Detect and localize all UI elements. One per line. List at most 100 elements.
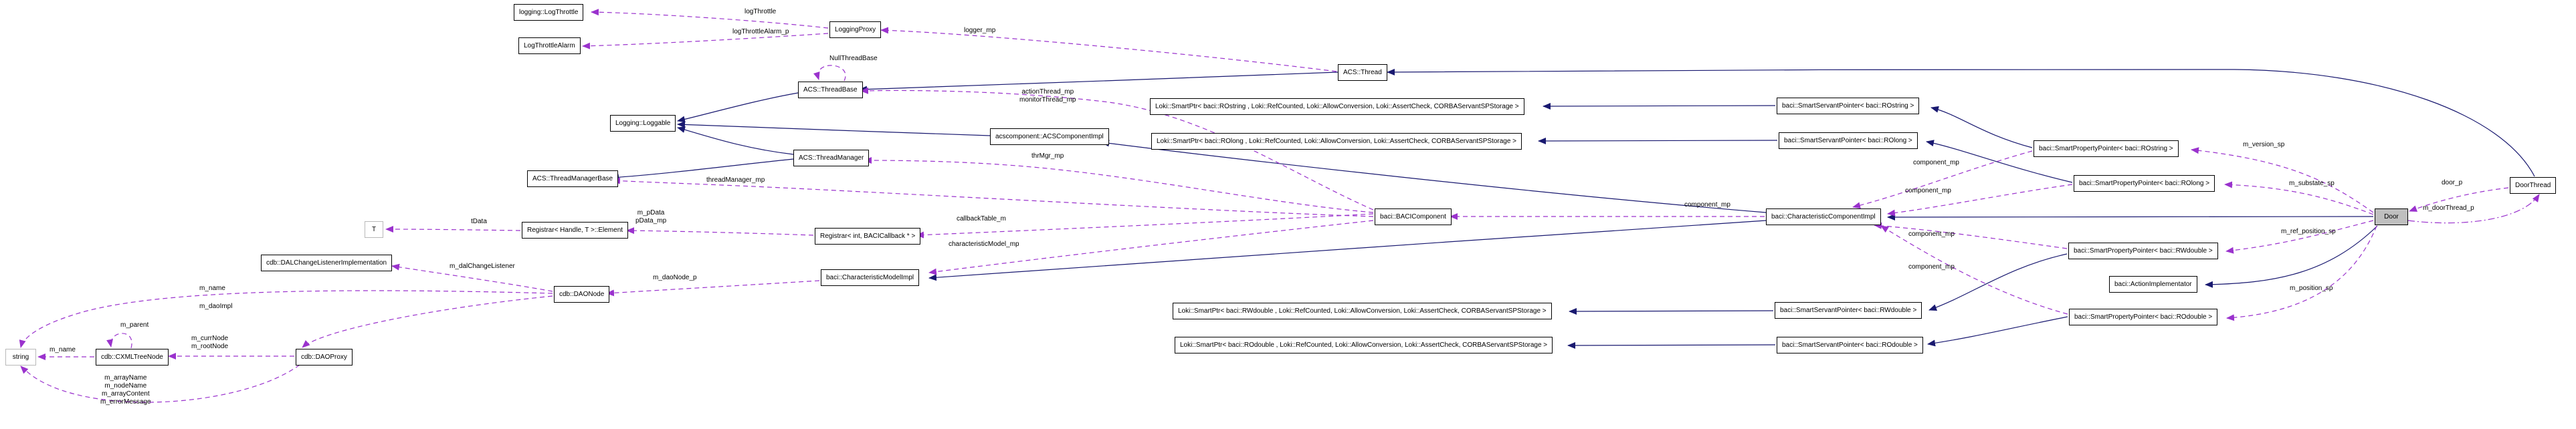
edge-usage-marray-block [20,364,300,403]
edge-inherit-cci-cmi [928,220,1767,281]
edge-inherit-door-actionimplementator [2205,225,2378,288]
edge-label-thrmgr-mp: thrMgr_mp [1031,152,1064,160]
node-template-t: T [365,221,383,238]
node-cdb-daonode[interactable]: cdb::DAONode [554,286,610,303]
edge-usage-component-mp-spprolong [1887,184,2073,217]
node-logging-loggable[interactable]: Logging::Loggable [610,115,676,132]
node-smartservantpointer-rwdouble[interactable]: baci::SmartServantPointer< baci::RWdoubl… [1775,302,1922,319]
edge-inherit-spprwdouble-ssprwdouble [1928,253,2068,311]
edge-usage-door-p [2409,187,2509,212]
edge-label-mname-top: m_name [199,285,225,292]
edge-label-msubstate-sp: m_substate_sp [2289,180,2335,187]
node-baci-bacicomponent[interactable]: baci::BACIComponent [1375,208,1452,225]
edge-usage-logthrottle [591,9,829,29]
edge-label-component-mp-1: component_mp [1913,159,1959,166]
edge-label-logger-mp: logger_mp [964,27,996,34]
node-doorthread[interactable]: DoorThread [2510,177,2557,194]
edge-label-component-mp-2: component_mp [1905,187,1951,194]
edge-inherit-spprolong-ssprolong [1926,140,2073,183]
edge-inherit-doorthread-thread [1387,68,2535,177]
edge-usage-tdata [385,226,521,233]
node-baci-characteristiccomponentimpl[interactable]: baci::CharacteristicComponentImpl [1766,208,1881,225]
edge-label-mdaoimpl: m_daoImpl [199,303,233,310]
node-registrar-element[interactable]: Registrar< Handle, T >::Element [522,222,629,239]
edge-label-marray-block: m_arrayName m_nodeName m_arrayContent m_… [100,374,151,406]
node-logthrottlealarm[interactable]: LogThrottleAlarm [518,37,581,54]
edge-label-mpdata-pdata-mp: m_pData pData_mp [635,209,667,225]
edge-label-component-mp-4: component_mp [1908,231,1955,238]
edge-usage-component-mp-spprwdouble [1874,222,2068,249]
edge-usage-actionthread-monitorthread [860,87,1374,210]
node-smartservantpointer-rolong[interactable]: baci::SmartServantPointer< baci::ROlong … [1779,132,1918,149]
edge-inherit-threadbase-loggable [677,92,799,123]
node-cdb-daoproxy[interactable]: cdb::DAOProxy [296,349,353,366]
node-loki-smartptr-rolong[interactable]: Loki::SmartPtr< baci::ROlong , Loki::Ref… [1151,133,1522,150]
node-baci-actionimplementator[interactable]: baci::ActionImplementator [2109,276,2197,293]
edge-inherit-cci-acscomponentimpl [1101,140,1767,213]
node-string: string [5,349,36,366]
node-loggingproxy[interactable]: LoggingProxy [829,21,882,38]
edge-usage-logthrottlealarm-p [582,33,829,49]
edge-inherit-thread-threadbase [859,72,1339,93]
node-registrar-bacicallback[interactable]: Registrar< int, BACICallback * > [815,228,921,245]
node-door: Door [2375,208,2408,225]
edge-usage-mdalchangelistener [391,263,553,292]
edge-label-mname-left: m_name [49,346,76,353]
node-smartservantpointer-rostring[interactable]: baci::SmartServantPointer< baci::ROstrin… [1777,98,1920,114]
edge-usage-thrmgr-mp [864,157,1374,213]
edge-label-mversion-sp: m_version_sp [2243,141,2285,148]
node-acs-threadbase[interactable]: ACS::ThreadBase [798,82,863,98]
edge-label-threadmanager-mp: threadManager_mp [706,176,765,184]
edge-inherit-threadmanager-loggable [677,126,794,155]
edge-label-logthrottlealarm-p: logThrottleAlarm_p [732,28,789,35]
edge-label-characteristicmodel-mp: characteristicModel_mp [949,241,1019,248]
node-acs-thread[interactable]: ACS::Thread [1338,64,1387,81]
node-logging-logthrottle[interactable]: logging::LogThrottle [514,4,584,21]
edge-usage-mname-daonode-string [19,290,553,348]
edge-inherit-threadmanager-threadmanagerbase [611,158,794,181]
node-cdb-dalchangelistenerimplementation[interactable]: cdb::DALChangeListenerImplementation [261,255,393,271]
edge-label-actionthread-monitorthread-mp: actionThread_mp monitorThread_mp [1019,88,1076,104]
edge-usage-nullthreadbase-selfloop [813,65,846,82]
edge-label-mposition-sp: m_position_sp [2290,285,2333,292]
node-smartpropertypointer-rodouble[interactable]: baci::SmartPropertyPointer< baci::ROdoub… [2069,309,2218,325]
edge-usage-mparent-selfloop [106,333,132,349]
edge-label-mdoorthread-p: m_doorThread_p [2423,204,2474,212]
edge-usage-mversion-sp [2191,147,2374,213]
node-smartservantpointer-rodouble[interactable]: baci::SmartServantPointer< baci::ROdoubl… [1777,337,1923,353]
node-cdb-cxmltreenode[interactable]: cdb::CXMLTreeNode [96,349,169,366]
edge-label-component-mp-5: component_mp [1908,263,1955,271]
edge-label-logthrottle: logThrottle [745,8,777,15]
node-loki-smartptr-rostring[interactable]: Loki::SmartPtr< baci::ROstring , Loki::R… [1150,98,1524,115]
node-loki-smartptr-rwdouble[interactable]: Loki::SmartPtr< baci::RWdouble , Loki::R… [1173,303,1552,319]
edge-usage-logger-mp [880,27,1337,72]
node-smartpropertypointer-rolong[interactable]: baci::SmartPropertyPointer< baci::ROlong… [2074,175,2215,192]
edge-inherit-spprostring-ssprostring [1930,106,2033,148]
edge-inherit-acscomponentimpl-loggable [677,121,991,136]
edge-usage-mposition-sp [2226,225,2377,321]
edge-usage-threadmanager-mp [612,177,1374,217]
edge-usage-characteristicmodel-mp [928,220,1374,275]
edge-label-tdata: tData [471,218,487,225]
edge-label-mdalchangelistener: m_dalChangeListener [450,263,515,270]
edge-usage-mrefposition-sp [2225,220,2374,254]
node-acscomponentimpl[interactable]: acscomponent::ACSComponentImpl [990,128,1109,145]
node-baci-characteristicmodelimpl[interactable]: baci::CharacteristicModelImpl [821,269,920,286]
edge-inherit-spprodouble-ssprodouble [1927,316,2068,347]
edge-usage-mdaonode-p [606,280,820,297]
edge-label-component-mp-3: component_mp [1684,201,1730,208]
node-smartpropertypointer-rostring[interactable]: baci::SmartPropertyPointer< baci::ROstri… [2034,140,2179,157]
edge-label-nullthreadbase: NullThreadBase [829,55,878,62]
edge-label-door-p: door_p [2442,179,2463,186]
edge-usage-mdoorthread-p [2407,194,2540,224]
node-acs-threadmanager[interactable]: ACS::ThreadManager [793,150,870,166]
node-smartpropertypointer-rwdouble[interactable]: baci::SmartPropertyPointer< baci::RWdoub… [2068,243,2218,259]
node-loki-smartptr-rodouble[interactable]: Loki::SmartPtr< baci::ROdouble , Loki::R… [1175,337,1553,353]
edge-usage-mpdata-pdata-mp [626,227,814,236]
edge-usage-component-mp-spprodouble [1880,225,2068,315]
edge-label-mparent: m_parent [120,321,149,329]
edge-inherit-ssprolong-lokirolong [1538,137,1778,144]
edge-usage-mdaoimpl [302,295,553,348]
node-acs-threadmanagerbase[interactable]: ACS::ThreadManagerBase [527,170,619,187]
